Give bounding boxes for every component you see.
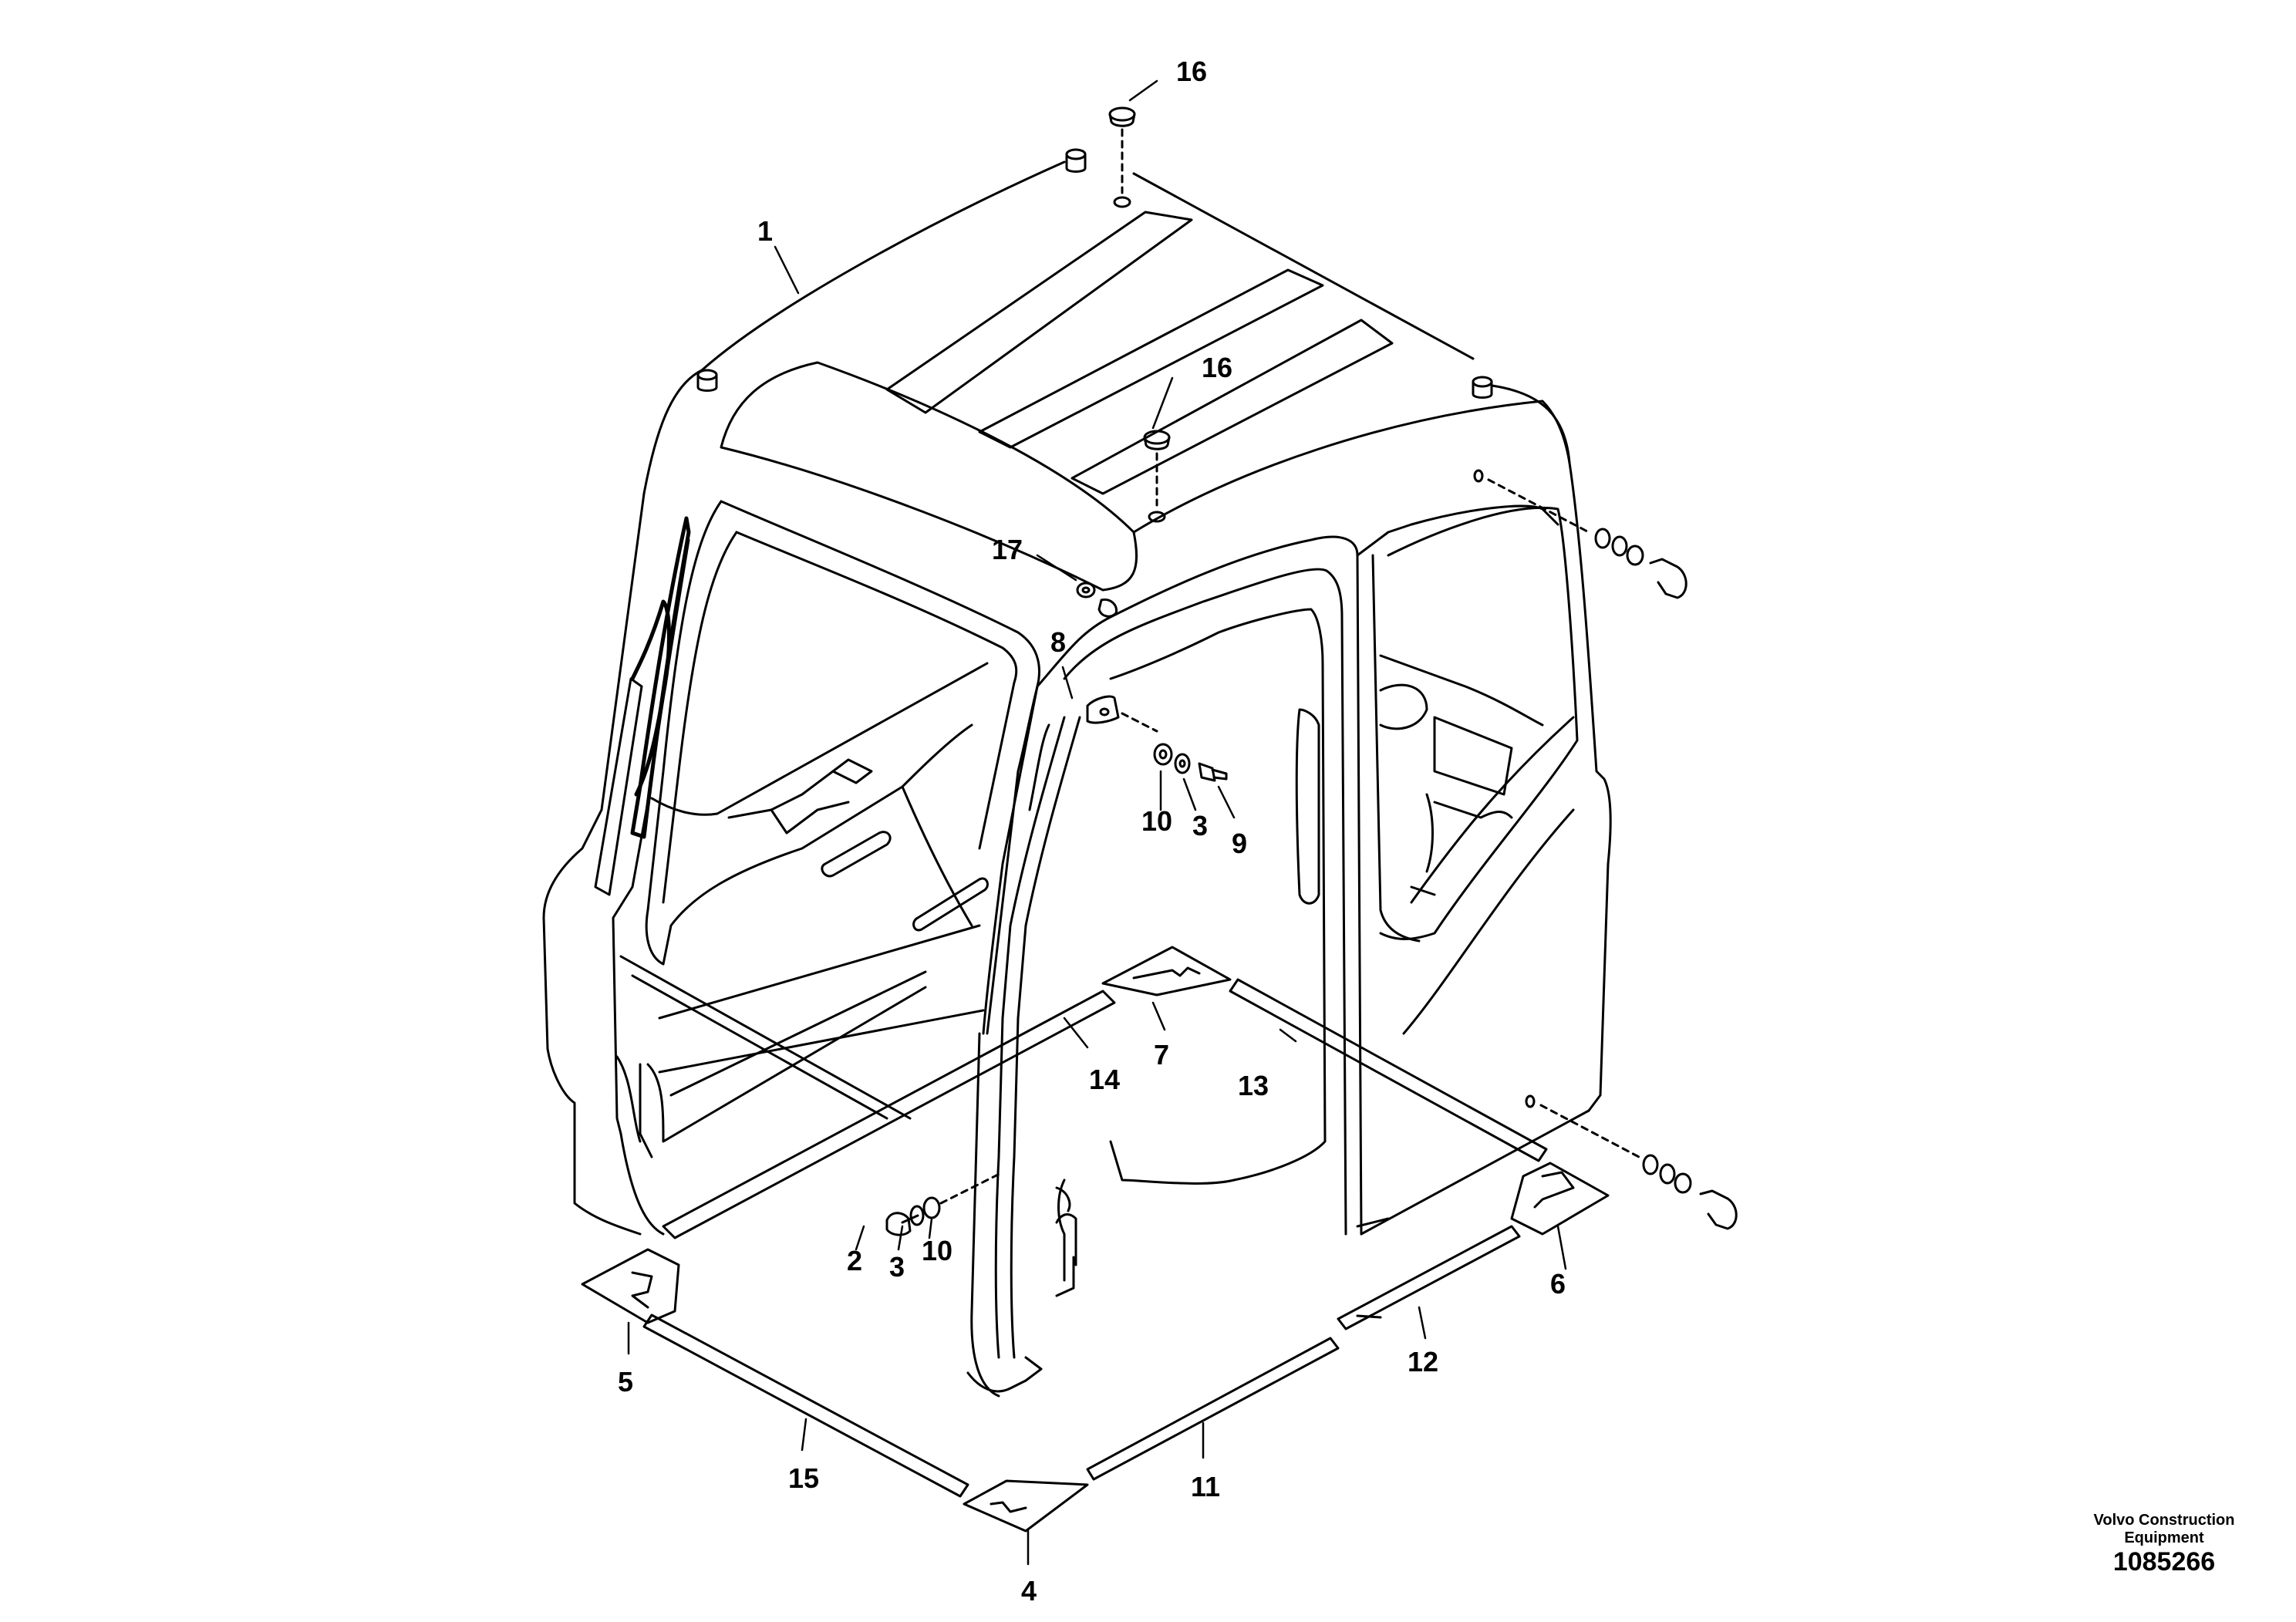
credit-line-1: Volvo Construction — [2093, 1512, 2235, 1529]
leader-dash-9 — [1121, 712, 1158, 733]
plug-16-top — [1108, 106, 1136, 208]
callout-15: 15 — [787, 1462, 820, 1494]
callout-11: 11 — [1190, 1471, 1221, 1502]
callout-12: 12 — [1407, 1346, 1439, 1378]
lockwasher-3-a — [1174, 753, 1191, 774]
callout-14: 14 — [1088, 1064, 1121, 1095]
callout-9: 9 — [1231, 828, 1248, 859]
roof-cap-2 — [696, 369, 718, 392]
leader-lines — [627, 79, 1567, 1566]
credit-line-2: Equipment — [2124, 1529, 2204, 1546]
cab-roof — [642, 160, 1571, 592]
callout-2: 2 — [846, 1245, 863, 1276]
washer-10-a — [1153, 743, 1173, 766]
plug-16-mid — [1143, 430, 1171, 523]
callout-10-upper: 10 — [1141, 805, 1173, 837]
document-number: 1085266 — [2112, 1547, 2216, 1576]
callout-1: 1 — [757, 215, 774, 247]
manufacturer-credit: Volvo Construction Equipment 1085266 — [2094, 1512, 2235, 1577]
callout-3-lower: 3 — [888, 1251, 905, 1283]
bolt-set-right-bottom — [1525, 1094, 1738, 1230]
roof-cap-1 — [1065, 148, 1087, 173]
floor-seal — [581, 946, 1610, 1533]
bolt-set-lower-left — [885, 1171, 1004, 1236]
cab-left-side — [542, 492, 1040, 1236]
bolt-set-right-top — [1473, 469, 1687, 599]
callout-3-upper: 3 — [1192, 810, 1209, 841]
roof-cap-3 — [1472, 376, 1493, 399]
callout-4: 4 — [1020, 1575, 1037, 1607]
cab-door — [966, 535, 1363, 1398]
callout-17: 17 — [991, 534, 1023, 565]
bracket-8 — [1086, 695, 1120, 724]
callout-5: 5 — [617, 1366, 634, 1398]
callout-7: 7 — [1153, 1039, 1170, 1071]
cab-right-side — [1356, 461, 1612, 1236]
callout-16-top: 16 — [1175, 56, 1208, 87]
bolt-9 — [1198, 762, 1228, 782]
callout-16-mid: 16 — [1201, 352, 1233, 383]
callout-13: 13 — [1237, 1070, 1269, 1101]
callout-8: 8 — [1050, 626, 1067, 658]
callout-6: 6 — [1549, 1268, 1566, 1300]
callout-10-lower: 10 — [921, 1235, 953, 1266]
